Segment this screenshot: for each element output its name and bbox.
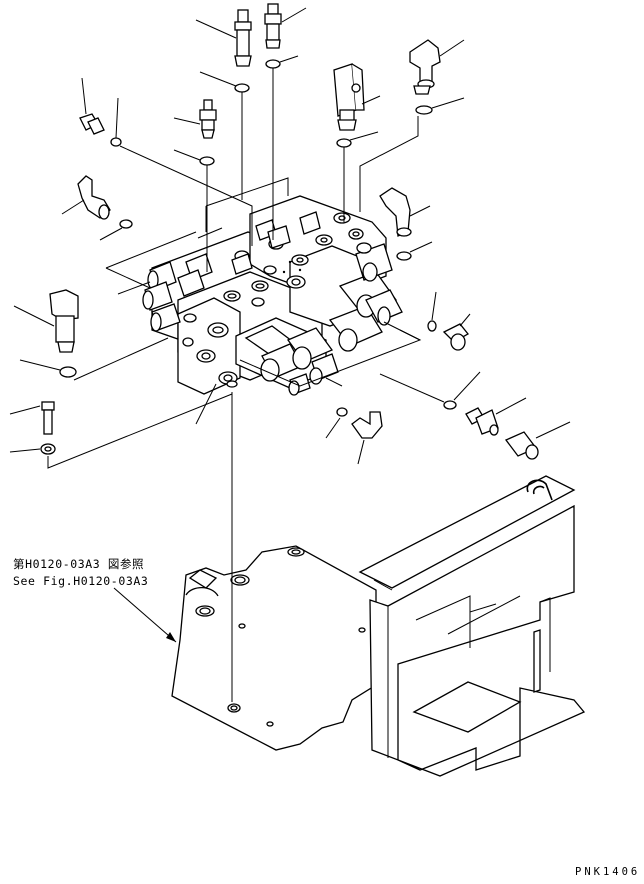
pressure-switch (333, 63, 381, 131)
fittings-top (61, 3, 465, 272)
bolt-icon (9, 401, 55, 435)
valve-leader (195, 383, 217, 425)
elbow-icon (409, 39, 465, 95)
control-valve (105, 177, 422, 396)
drawing-code: PNK1406 (575, 866, 641, 878)
mounting-bracket (171, 475, 586, 777)
reference-note-en: See Fig.H0120-03A3 (13, 574, 149, 588)
reference-note: 第H0120-03A3 図参照 See Fig.H0120-03A3 (13, 556, 148, 590)
fittings-right (325, 291, 571, 465)
reference-note-jp: 第H0120-03A3 図参照 (13, 557, 145, 571)
washer-icon (9, 443, 56, 455)
o-ring-icon (234, 83, 250, 93)
fitting-icon (195, 9, 252, 67)
fittings-left (9, 289, 233, 469)
reference-leader (113, 587, 177, 643)
